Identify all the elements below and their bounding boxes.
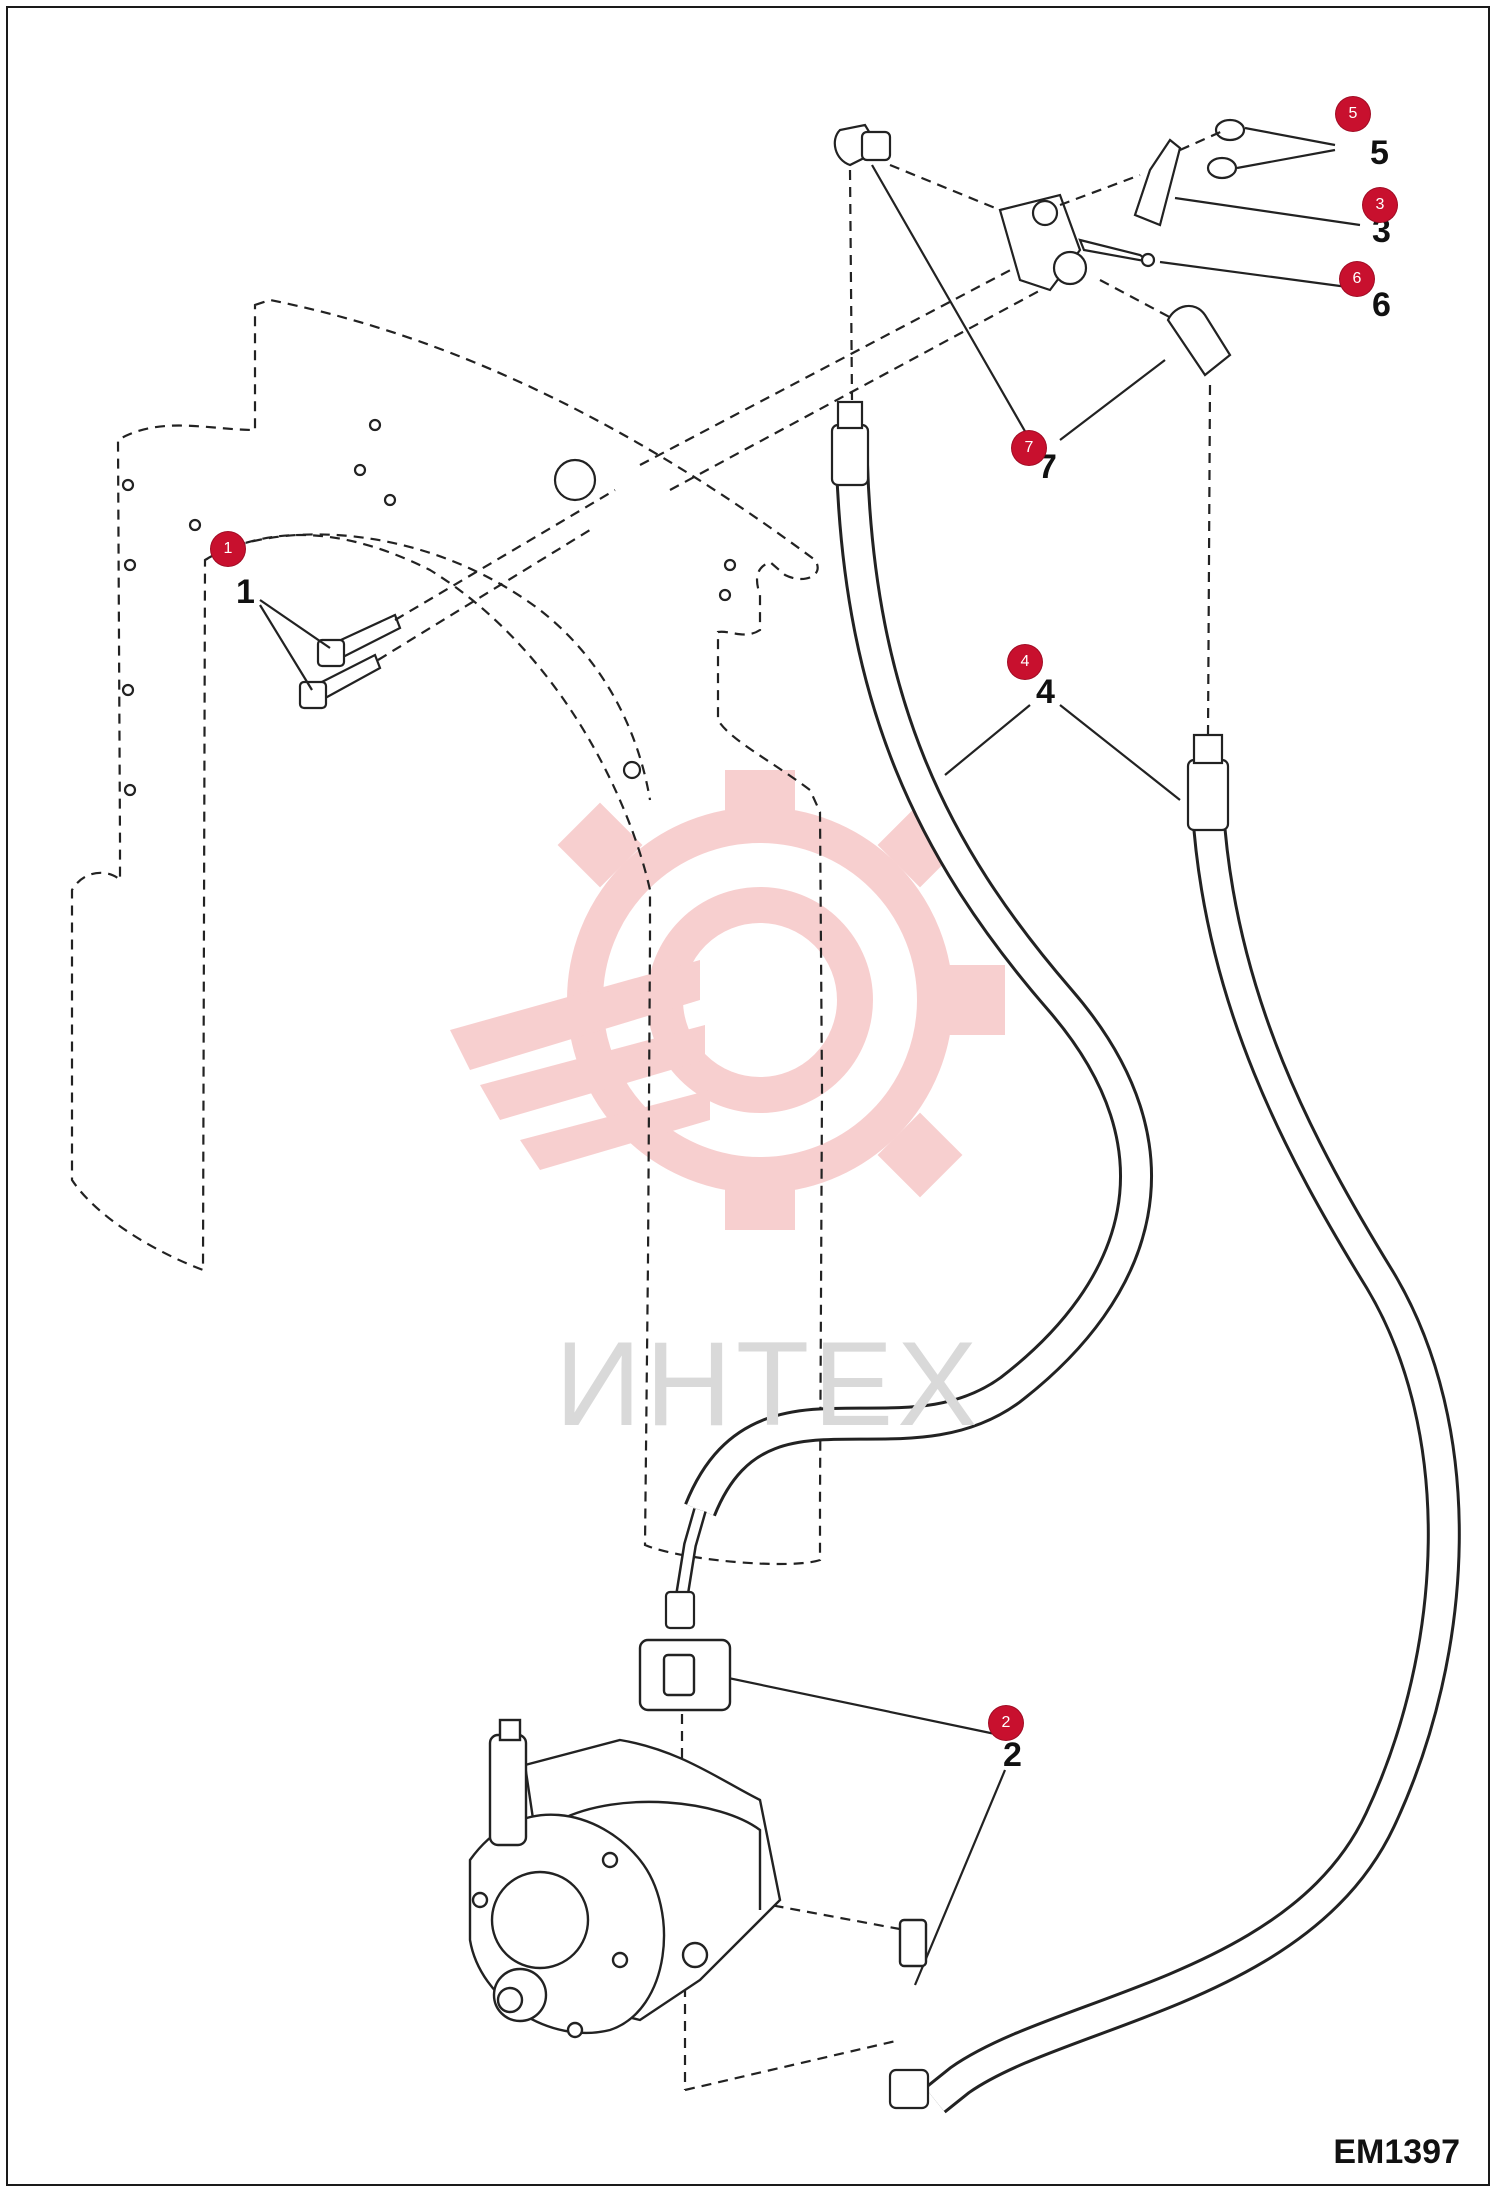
callout-label-1: 1 — [236, 573, 255, 611]
watermark-gear-logo — [450, 770, 1005, 1230]
leader-lines — [259, 599, 1181, 2092]
callout-label-6: 6 — [1372, 286, 1391, 324]
badge-1[interactable]: 1 — [211, 532, 245, 566]
badge-3[interactable]: 3 — [1363, 188, 1397, 222]
badge-5[interactable]: 5 — [1336, 97, 1370, 131]
hose-right — [888, 733, 1461, 2114]
badge-7[interactable]: 7 — [1012, 431, 1046, 465]
hose-left — [664, 400, 1153, 1630]
badge-6[interactable]: 6 — [1340, 262, 1374, 296]
watermark-text: ИНТЕХ — [555, 1317, 982, 1451]
bolts — [298, 264, 1051, 710]
callout-label-4: 4 — [1036, 673, 1055, 711]
valve-assembly — [833, 118, 1361, 736]
mounting-plate — [70, 298, 824, 1566]
hydraulic-pump — [468, 1638, 928, 2039]
callout-label-7: 7 — [1038, 448, 1057, 486]
callout-label-3: 3 — [1372, 212, 1391, 250]
callout-label-5: 5 — [1370, 134, 1389, 172]
badge-4[interactable]: 4 — [1008, 645, 1042, 679]
drawing-code: EM1397 — [1333, 2133, 1460, 2171]
badge-2[interactable]: 2 — [989, 1706, 1023, 1740]
callout-label-2: 2 — [1003, 1736, 1022, 1774]
